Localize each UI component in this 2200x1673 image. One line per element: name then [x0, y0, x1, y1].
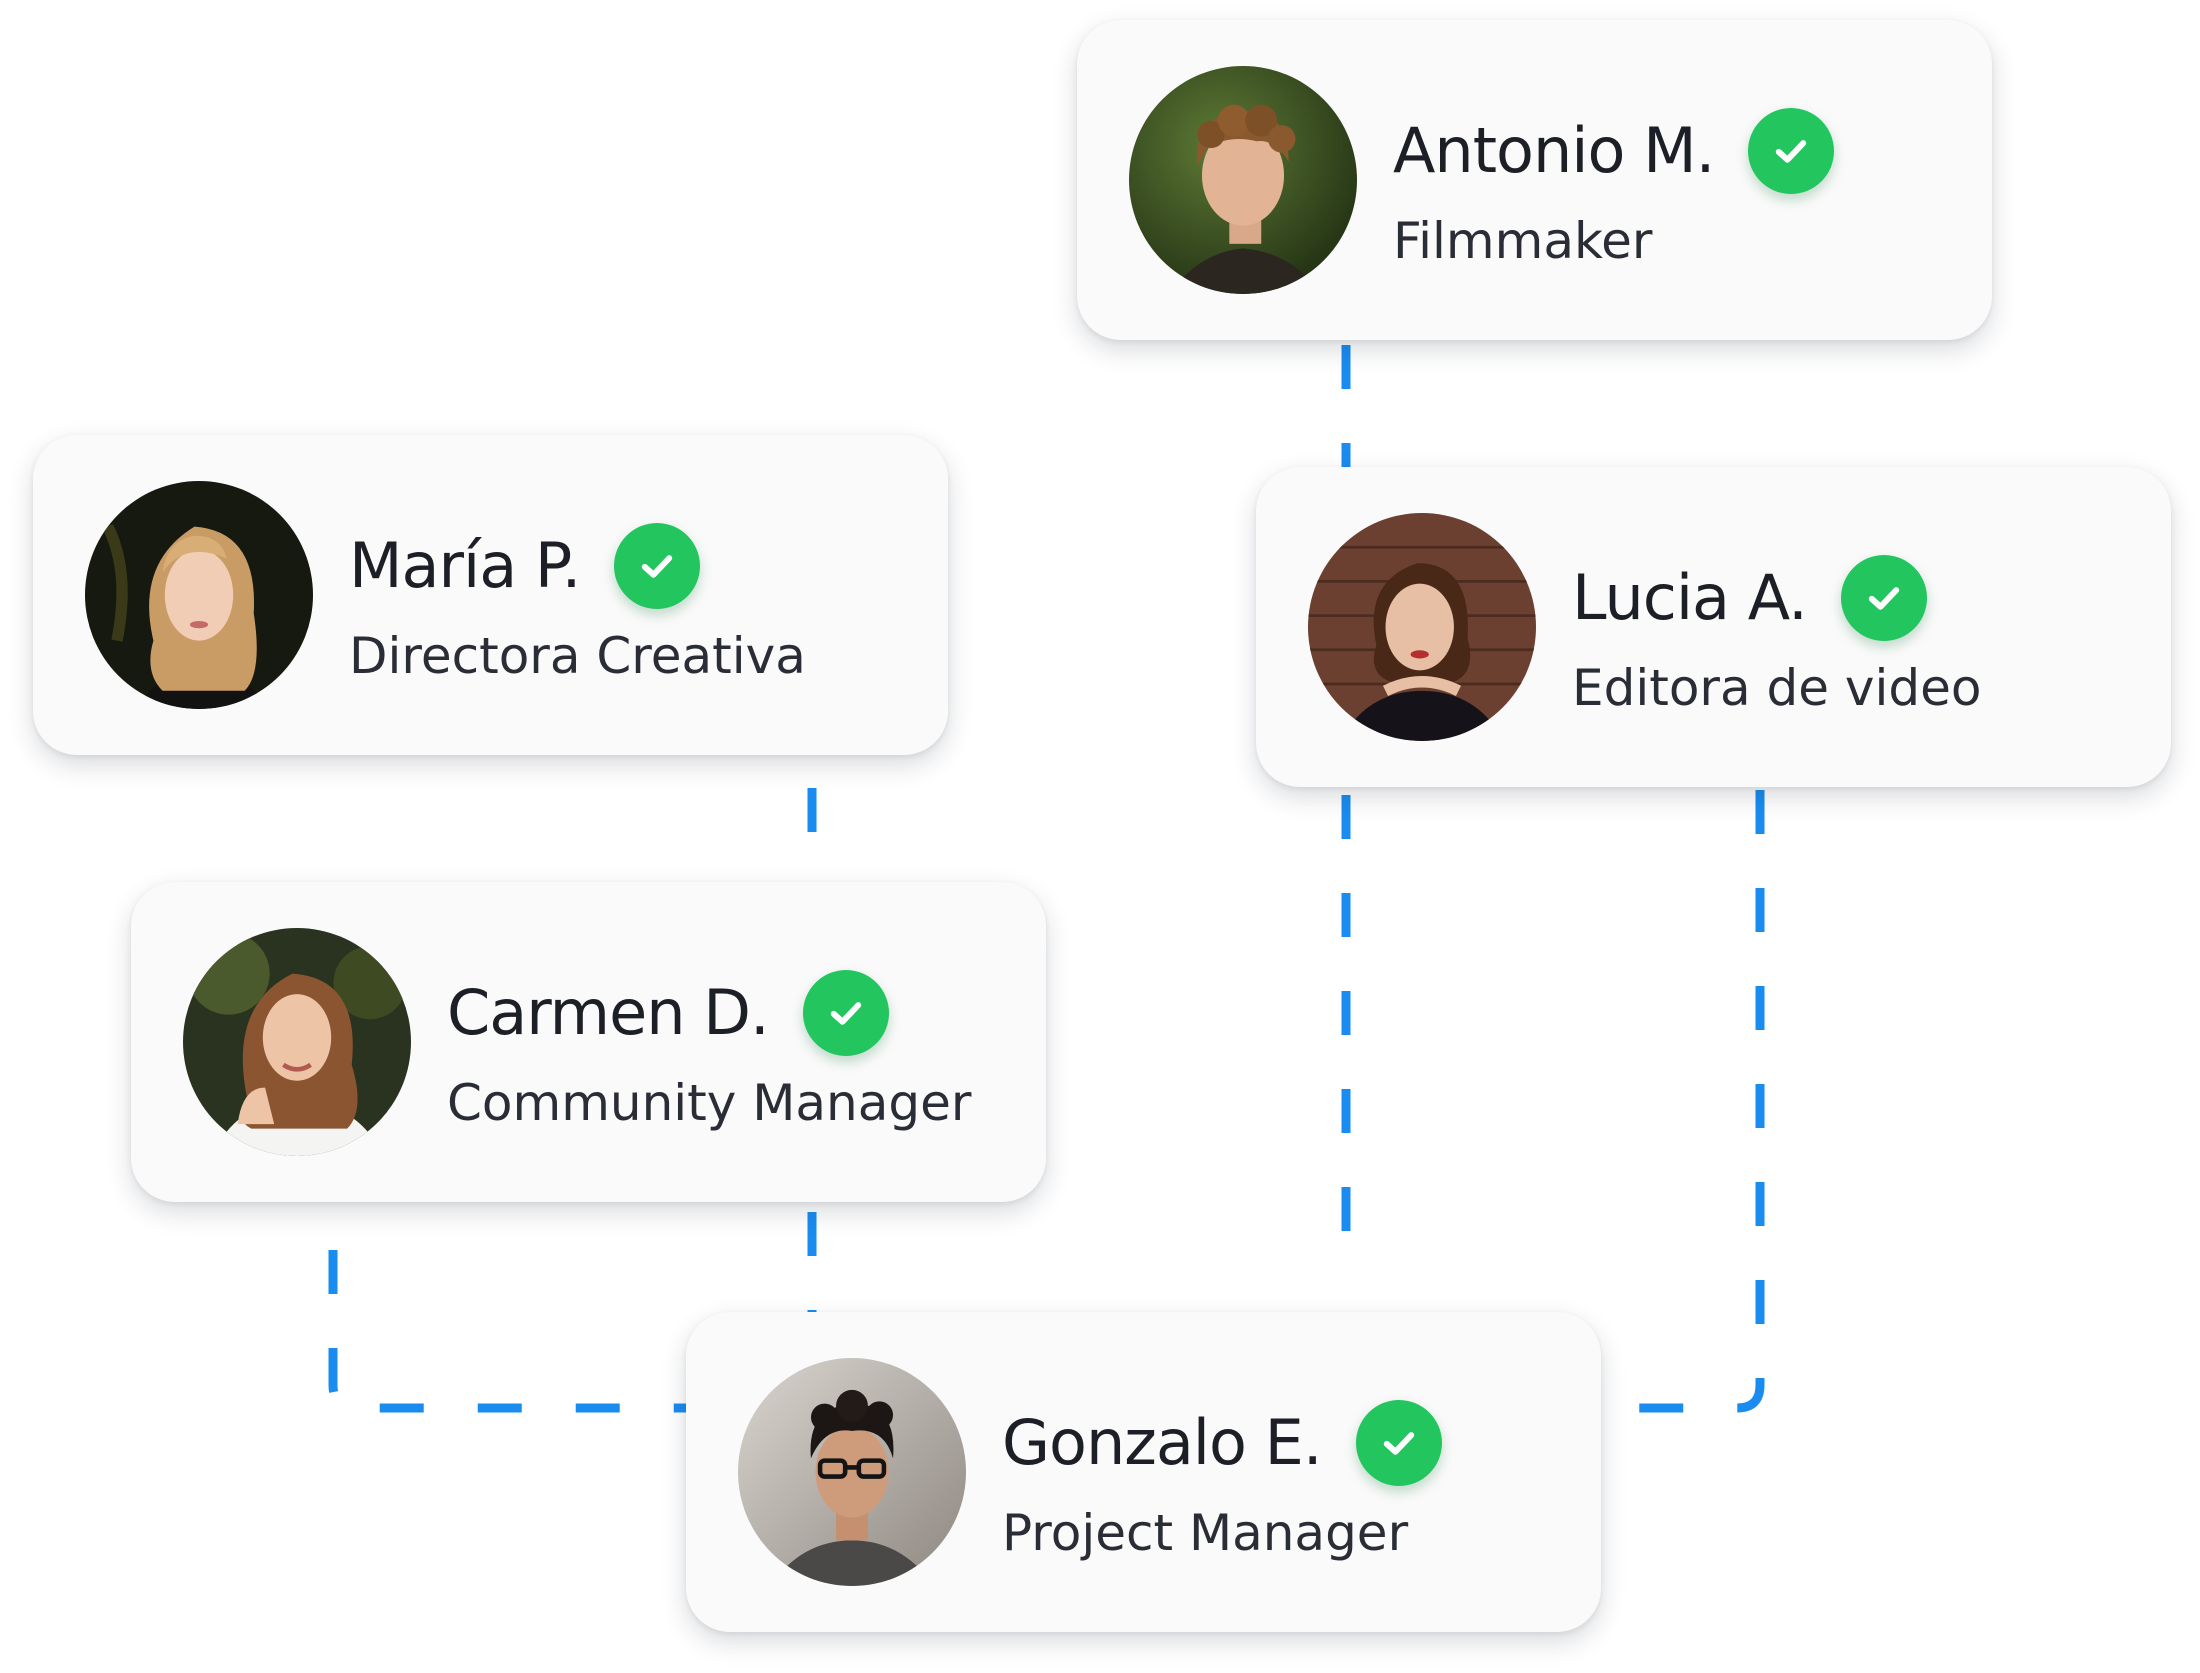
- avatar-young-man-curly-hair-icon: [1129, 66, 1357, 294]
- avatar-woman-long-hair-white-shirt-icon: [183, 928, 411, 1156]
- member-name: Gonzalo E.: [1002, 1406, 1323, 1479]
- check-circle-icon: [1748, 108, 1835, 194]
- name-row: María P.: [349, 523, 701, 609]
- name-row: Antonio M.: [1393, 108, 1835, 194]
- member-role: Filmmaker: [1393, 212, 1653, 270]
- name-row: Carmen D.: [447, 970, 889, 1056]
- check-circle-icon: [614, 523, 701, 609]
- member-name: Lucia A.: [1572, 561, 1808, 634]
- avatar-woman-blonde-hair-icon: [85, 481, 313, 709]
- member-role: Community Manager: [447, 1074, 972, 1132]
- member-card-maria[interactable]: María P. Directora Creativa: [33, 435, 948, 755]
- name-row: Lucia A.: [1572, 555, 1927, 641]
- avatar: [1308, 513, 1536, 741]
- avatar-man-glasses-icon: [738, 1358, 966, 1586]
- member-name: María P.: [349, 529, 581, 602]
- avatar: [738, 1358, 966, 1586]
- member-card-gonzalo[interactable]: Gonzalo E. Project Manager: [686, 1312, 1601, 1632]
- avatar: [1129, 66, 1357, 294]
- connector-lucia-right-gonzalo: [1600, 790, 1765, 1413]
- check-circle-icon: [1355, 1400, 1442, 1486]
- avatar: [85, 481, 313, 709]
- member-role: Directora Creativa: [349, 627, 806, 685]
- member-card-antonio[interactable]: Antonio M. Filmmaker: [1077, 20, 1992, 340]
- member-name: Antonio M.: [1393, 114, 1715, 187]
- avatar-woman-brown-hair-icon: [1308, 513, 1536, 741]
- member-card-lucia[interactable]: Lucia A. Editora de video: [1256, 467, 2171, 787]
- member-card-carmen[interactable]: Carmen D. Community Manager: [131, 882, 1046, 1202]
- member-role: Editora de video: [1572, 659, 1982, 717]
- member-role: Project Manager: [1002, 1504, 1409, 1562]
- check-circle-icon: [802, 970, 889, 1056]
- check-circle-icon: [1840, 555, 1927, 641]
- member-name: Carmen D.: [447, 976, 770, 1049]
- name-row: Gonzalo E.: [1002, 1400, 1442, 1486]
- connector-carmen-left-gonzalo: [328, 1250, 690, 1413]
- avatar: [183, 928, 411, 1156]
